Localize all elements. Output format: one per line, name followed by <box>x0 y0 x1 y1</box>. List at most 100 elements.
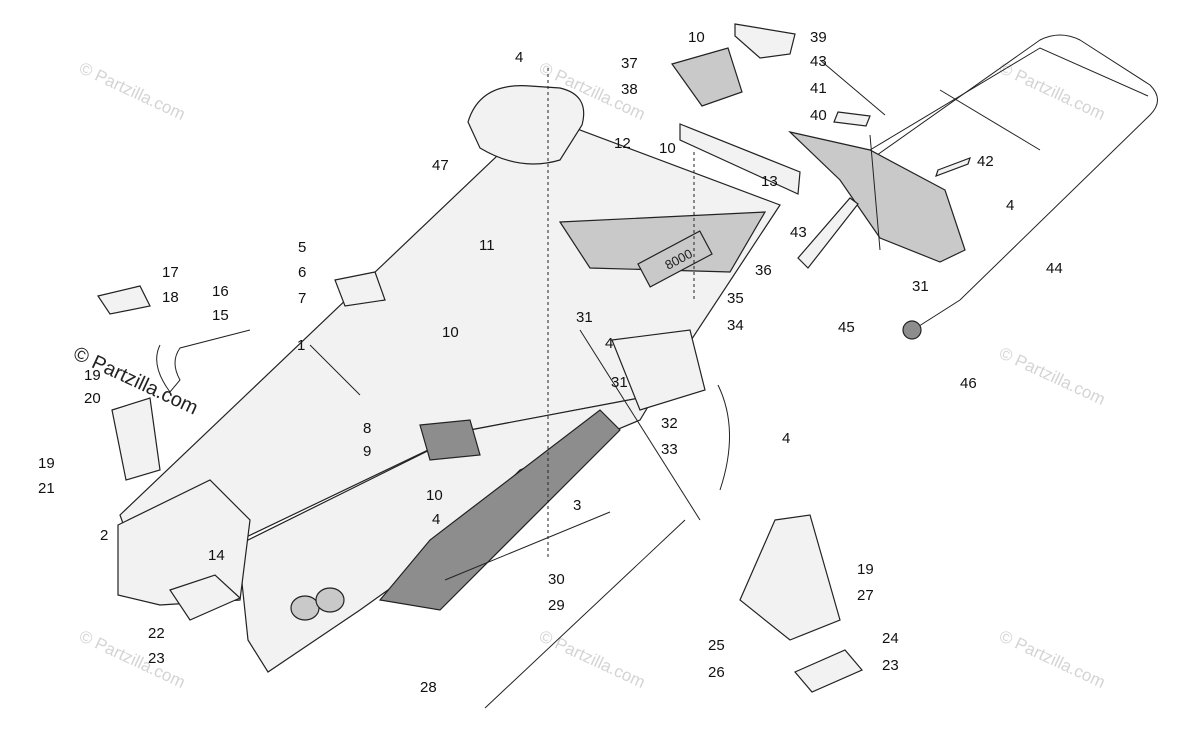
handle-33 <box>717 384 731 491</box>
rod-29 <box>444 511 611 581</box>
callout-14: 14 <box>208 547 225 564</box>
handle-15 <box>156 329 251 393</box>
watermark: © Partzilla.com <box>996 58 1108 124</box>
callout-20: 20 <box>84 390 101 407</box>
callout-3: 3 <box>573 497 581 514</box>
callout-9: 9 <box>363 443 371 460</box>
callout-31: 31 <box>576 309 593 326</box>
callout-17: 17 <box>162 264 179 281</box>
callout-19: 19 <box>84 367 101 384</box>
callout-10: 10 <box>426 487 443 504</box>
callout-21: 21 <box>38 480 55 497</box>
watermark: © Partzilla.com <box>536 626 648 692</box>
callout-31: 31 <box>611 374 628 391</box>
leader-lines <box>309 59 1041 560</box>
callout-4: 4 <box>515 49 523 66</box>
decal-42 <box>935 156 971 178</box>
watermark: © Partzilla.com <box>996 626 1108 692</box>
callout-39: 39 <box>810 29 827 46</box>
front-bracket-2 <box>117 479 251 606</box>
watermark: © Partzilla.com <box>76 58 188 124</box>
mount-hole <box>315 587 345 613</box>
callout-30: 30 <box>548 571 565 588</box>
callout-16: 16 <box>212 283 229 300</box>
callout-2: 2 <box>100 527 108 544</box>
watermark: © Partzilla.com <box>996 343 1108 409</box>
callout-43: 43 <box>790 224 807 241</box>
callout-27: 27 <box>857 587 874 604</box>
seat-pad-47 <box>467 85 585 165</box>
callout-26: 26 <box>708 664 725 681</box>
leader <box>309 344 361 396</box>
bumper-tube <box>869 34 1158 336</box>
rear-flap <box>788 130 966 263</box>
callout-13: 13 <box>761 173 778 190</box>
panel-32 <box>611 329 706 411</box>
callout-11: 11 <box>479 237 495 254</box>
callout-37: 37 <box>621 55 638 72</box>
part-17 <box>97 285 151 315</box>
rear-bumper-44 <box>869 34 1158 336</box>
tunnel-grille-panel <box>558 211 767 273</box>
misc-parts <box>97 271 922 709</box>
bar-28 <box>484 519 686 709</box>
callout-25: 25 <box>708 637 725 654</box>
callout-42: 42 <box>977 153 994 170</box>
callout-18: 18 <box>162 289 179 306</box>
tunnel-assembly: 8000 <box>117 114 781 673</box>
callout-34: 34 <box>727 317 744 334</box>
watermark: © Partzilla.com <box>76 626 188 692</box>
callout-47: 47 <box>432 157 449 174</box>
callout-32: 32 <box>661 415 678 432</box>
bracket-27 <box>739 514 841 641</box>
clip-9-block <box>419 419 481 461</box>
callout-19: 19 <box>857 561 874 578</box>
plate-24 <box>794 649 863 693</box>
callout-31: 31 <box>912 278 929 295</box>
cover-20 <box>111 397 161 481</box>
callout-23: 23 <box>882 657 899 674</box>
callout-8: 8 <box>363 420 371 437</box>
callout-15: 15 <box>212 307 229 324</box>
bracket-7 <box>334 271 386 307</box>
callout-6: 6 <box>298 264 306 281</box>
leader <box>579 329 701 521</box>
rear-bracket-group <box>671 23 801 195</box>
callout-28: 28 <box>420 679 437 696</box>
callout-38: 38 <box>621 81 638 98</box>
plate-22 <box>169 574 242 621</box>
rail-13 <box>679 123 801 195</box>
seat-pad <box>467 85 585 165</box>
callout-10: 10 <box>688 29 705 46</box>
callout-10: 10 <box>442 324 459 341</box>
callout-19: 19 <box>38 455 55 472</box>
side-vent-strip <box>378 409 621 611</box>
callout-labels: 1 2 3 4 4 4 4 4 4 5 6 7 8 9 10 10 10 10 … <box>38 29 1063 696</box>
callout-7: 7 <box>298 290 306 307</box>
bumper-inner <box>869 47 1149 151</box>
callout-5: 5 <box>298 239 306 256</box>
callout-24: 24 <box>882 630 899 647</box>
leader <box>869 134 881 251</box>
callout-23: 23 <box>148 650 165 667</box>
rear-flap-group <box>788 111 971 269</box>
callout-43: 43 <box>810 53 827 70</box>
leader <box>819 59 886 116</box>
callout-4: 4 <box>605 335 613 352</box>
badge-41 <box>833 111 871 127</box>
callout-45: 45 <box>838 319 855 336</box>
callout-1: 1 <box>297 337 305 354</box>
leader <box>939 89 1041 151</box>
callout-4: 4 <box>432 511 440 528</box>
callout-4: 4 <box>782 430 790 447</box>
callout-33: 33 <box>661 441 678 458</box>
callout-35: 35 <box>727 290 744 307</box>
callout-40: 40 <box>810 107 827 124</box>
mount-hole <box>290 595 320 621</box>
callout-41: 41 <box>810 80 827 97</box>
callout-44: 44 <box>1046 260 1063 277</box>
fastener-45 <box>902 320 922 340</box>
callout-12: 12 <box>614 135 631 152</box>
